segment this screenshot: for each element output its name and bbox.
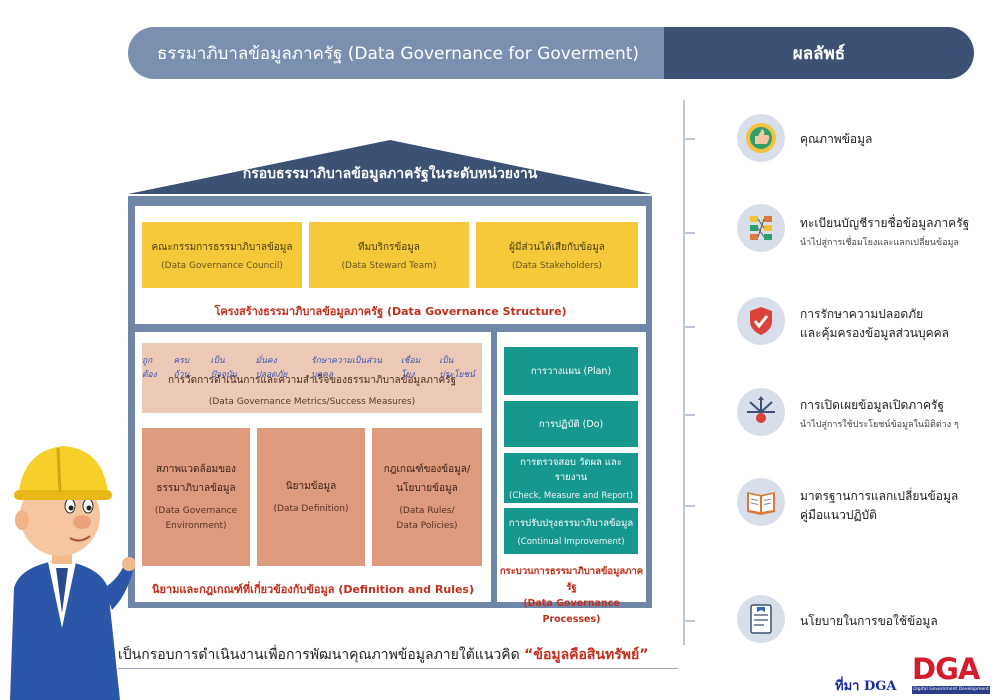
rules-box-label: สภาพแวดล้อมของ [156,463,236,475]
process-label-english: (Data Governance Processes) [523,598,620,626]
policy-document-icon [737,595,785,643]
house-roof [128,140,652,194]
outcome-title: นโยบายในการขอใช้ข้อมูล [800,614,938,628]
process-step-label: การตรวจสอบ วัดผล และรายงาน [520,457,622,483]
dga-logo-subtitle: Digital Government Development Agency [912,686,990,700]
rules-box-english-2: Data Policies) [396,521,458,531]
metrics-tags: ถูกต้อง ครบถ้วน เป็นปัจจุบัน มั่นคงปลอดภ… [142,353,482,381]
process-step-check: การตรวจสอบ วัดผล และรายงาน (Check, Measu… [504,453,638,503]
metric-tag: ครบถ้วน [173,356,190,380]
roof-title: กรอบธรรมาภิบาลข้อมูลภาครัฐในระดับหน่วยงา… [242,166,538,182]
structure-box-steward: ทีมบริกรข้อมูล (Data Steward Team) [309,222,469,288]
quality-thumbs-up-icon [737,114,785,162]
metric-tag: เป็นปัจจุบัน [210,356,238,380]
timeline-tick [683,414,695,416]
outcome-open-data: การเปิดเผยข้อมูลเปิดภาครัฐ นำไปสู่การใช้… [800,396,959,433]
rules-box-environment: สภาพแวดล้อมของ ธรรมาภิบาลข้อมูล (Data Go… [142,428,250,566]
process-step-do: การปฏิบัติ (Do) [504,401,638,447]
process-label: กระบวนการธรรมาภิบาลข้อมูลภาครัฐ (Data Go… [497,564,646,629]
timeline-tick [683,505,695,507]
process-step-label: การวางแผน (Plan) [530,365,612,377]
structure-box-english: (Data Governance Council) [161,260,283,271]
outcome-title: การรักษาความปลอดภัย [800,307,924,321]
outcome-title: มาตรฐานการแลกเปลี่ยนข้อมูล [800,489,959,503]
footer-caption: เป็นกรอบการดำเนินงานเพื่อการพัฒนาคุณภาพข… [118,644,648,666]
footer-divider [118,668,678,669]
book-standard-icon [737,478,785,526]
rules-box-english: (Data Rules/ [399,505,455,516]
process-step-plan: การวางแผน (Plan) [504,347,638,395]
outcome-title: การเปิดเผยข้อมูลเปิดภาครัฐ [800,398,945,412]
process-step-english: (Continual Improvement) [517,536,625,547]
footer-quote: “ข้อมูลคือสินทรัพย์” [524,647,649,663]
outcomes-timeline [683,100,685,645]
timeline-tick [683,232,695,234]
timeline-tick [683,620,695,622]
main-title-banner: ธรรมาภิบาลข้อมูลภาครัฐ (Data Governance … [128,27,668,79]
source-credit: ที่มา DGA [835,679,897,694]
metric-tag: รักษาความเป็นส่วนบุคคล [311,356,382,380]
outcome-data-quality: คุณภาพข้อมูล [800,130,872,149]
rules-box-english: (Data Governance [154,505,238,516]
rules-box-english: (Data Definition) [273,503,349,514]
outcome-title-2: และคุ้มครองข้อมูลส่วนบุคคล [800,325,949,340]
rules-box-label: นิยามข้อมูล [285,480,337,492]
timeline-tick [683,138,695,140]
rules-box-label-2: นโยบายข้อมูล [396,482,458,494]
metrics-english: (Data Governance Metrics/Success Measure… [208,397,416,407]
structure-box-label: คณะกรรมการธรรมาภิบาลข้อมูล [151,241,293,253]
rules-box-policies: กฎเกณฑ์ของข้อมูล/ นโยบายข้อมูล (Data Rul… [372,428,482,566]
outcome-data-request-policy: นโยบายในการขอใช้ข้อมูล [800,612,938,631]
rules-box-label-2: ธรรมาภิบาลข้อมูล [156,482,236,494]
main-title: ธรรมาภิบาลข้อมูลภาครัฐ (Data Governance … [156,43,640,64]
process-step-improve: การปรับปรุงธรรมาภิบาลข้อมูล (Continual I… [504,508,638,554]
metric-tag: ถูกต้อง [142,356,157,380]
structure-box-english: (Data Steward Team) [341,260,437,271]
outcome-security: การรักษาความปลอดภัย และคุ้มครองข้อมูลส่ว… [800,305,949,342]
metric-tag: เป็นประโยชน์ [439,356,475,380]
security-shield-icon [737,297,785,345]
construction-worker-illustration [10,446,135,700]
results-title: ผลลัพธ์ [792,43,846,64]
structure-box-label: ผู้มีส่วนได้เสียกับข้อมูล [509,241,605,253]
metrics-box [142,343,482,413]
rules-box-label: กฎเกณฑ์ของข้อมูล/ [383,463,471,475]
structure-box-council: คณะกรรมการธรรมาภิบาลข้อมูล (Data Governa… [142,222,302,288]
rules-box-english-2: Environment) [165,521,227,531]
results-title-banner: ผลลัพธ์ [664,27,974,79]
outcome-subtitle: นำไปสู่การเชื่อมโยงและแลกเปลี่ยนข้อมูล [800,237,959,248]
outcome-subtitle: นำไปสู่การใช้ประโยชน์ข้อมูลในมิติต่าง ๆ [800,419,959,430]
outcome-data-catalog: ทะเบียนบัญชีรายชื่อข้อมูลภาครัฐ นำไปสู่ก… [800,214,969,251]
process-step-english: (Check, Measure and Report) [509,491,633,501]
structure-label: โครงสร้างธรรมาภิบาลข้อมูลภาครัฐ (Data Go… [214,305,567,318]
structure-box-english: (Data Stakeholders) [512,260,602,271]
dga-logo: DGA [912,652,980,686]
catalog-network-icon [737,204,785,252]
metric-tag: เชื่อมโยง [400,356,421,380]
structure-box-label: ทีมบริกรข้อมูล [358,241,420,253]
outcome-title-2: คู่มือแนวปฏิบัติ [800,507,877,522]
process-step-label: การปรับปรุงธรรมาภิบาลข้อมูล [508,517,634,529]
metric-tag: มั่นคงปลอดภัย [255,356,288,380]
definition-rules-label: นิยามและกฎเกณฑ์ที่เกี่ยวข้องกับข้อมูล (D… [152,583,474,596]
metrics-title: การวัดการดำเนินการและความสำเร็จของธรรมาภ… [167,375,457,386]
timeline-tick [683,326,695,328]
process-label-thai: กระบวนการธรรมาภิบาลข้อมูลภาครัฐ [499,566,644,594]
footer-text: เป็นกรอบการดำเนินงานเพื่อการพัฒนาคุณภาพข… [118,647,525,663]
process-step-label: การปฏิบัติ (Do) [538,418,604,430]
outcome-exchange-standard: มาตรฐานการแลกเปลี่ยนข้อมูล คู่มือแนวปฏิบ… [800,487,958,524]
rules-box-definition: นิยามข้อมูล (Data Definition) [257,428,365,566]
outcome-title: คุณภาพข้อมูล [800,132,873,146]
outcome-title: ทะเบียนบัญชีรายชื่อข้อมูลภาครัฐ [800,216,970,230]
open-data-arrows-icon [737,388,785,436]
structure-box-stakeholders: ผู้มีส่วนได้เสียกับข้อมูล (Data Stakehol… [476,222,638,288]
